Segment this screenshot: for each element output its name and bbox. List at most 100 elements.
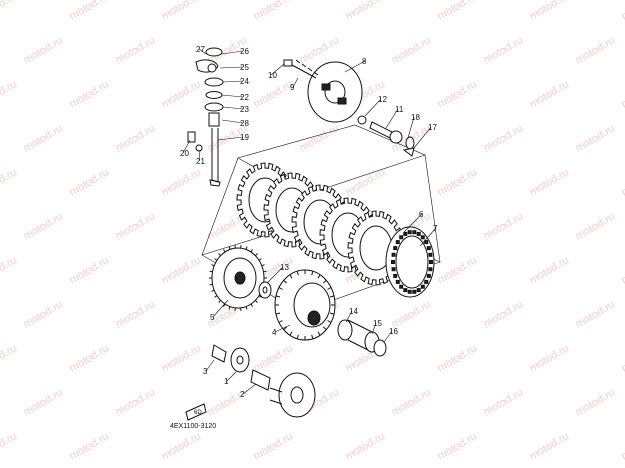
callout-21: 21	[196, 157, 205, 166]
callout-28: 28	[240, 119, 249, 128]
watermark-text: motod.ru	[160, 430, 204, 462]
leader-line	[221, 50, 244, 55]
leader-line	[419, 227, 437, 247]
watermark-text: motod.ru	[68, 0, 112, 23]
watermark-text: motod.ru	[620, 430, 625, 462]
bearing-collar	[337, 319, 387, 357]
watermark-text: motod.ru	[528, 0, 572, 23]
front-reference-tag	[185, 403, 207, 421]
leader-line	[270, 63, 285, 76]
watermark-text: motod.ru	[482, 34, 526, 66]
leader-line	[198, 149, 201, 162]
watermark-text: motod.ru	[252, 78, 296, 110]
callout-10: 10	[268, 71, 277, 80]
watermark-text: motod.ru	[22, 34, 66, 66]
callout-11: 11	[395, 105, 404, 114]
watermark-text: motod.ru	[620, 342, 625, 374]
watermark-text: motod.ru	[482, 210, 526, 242]
callout-18: 18	[411, 113, 420, 122]
watermark-text: motod.ru	[22, 122, 66, 154]
watermark-text: motod.ru	[390, 386, 434, 418]
leader-line	[217, 136, 244, 141]
watermark-text: motod.ru	[436, 254, 480, 286]
callout-8: 8	[362, 57, 367, 66]
leader-line	[383, 330, 393, 343]
push-rod-parts	[357, 115, 415, 157]
leader-line	[413, 126, 432, 149]
callout-4: 4	[272, 328, 277, 337]
watermark-text: motod.ru	[160, 166, 204, 198]
callout-16: 16	[389, 327, 398, 336]
callout-26: 26	[240, 47, 249, 56]
diagram-code: 4EX1100-3120	[170, 423, 216, 430]
watermark-text: motod.ru	[22, 210, 66, 242]
callout-5: 5	[210, 313, 215, 322]
leader-line	[182, 139, 191, 154]
leader-line	[221, 94, 244, 98]
watermark-text: motod.ru	[528, 430, 572, 462]
callout-25: 25	[240, 63, 249, 72]
watermark-text: motod.ru	[436, 342, 480, 374]
callout-27: 27	[196, 45, 205, 54]
leader-line	[212, 299, 229, 318]
callout-13: 13	[280, 263, 289, 272]
watermark-text: motod.ru	[0, 166, 19, 198]
watermark-text: motod.ru	[482, 122, 526, 154]
leader-line	[221, 119, 244, 124]
leader-line	[266, 266, 284, 284]
watermark-text: motod.ru	[390, 34, 434, 66]
callout-labels: 1234567891011121314151617181920212223242…	[180, 45, 438, 399]
watermark-text: motod.ru	[574, 34, 618, 66]
callout-6: 6	[419, 210, 424, 219]
pressure-plate	[283, 59, 363, 123]
callout-23: 23	[240, 105, 249, 114]
watermark-text: motod.ru	[114, 298, 158, 330]
leader-line	[242, 383, 257, 395]
watermark-text: motod.ru	[574, 298, 618, 330]
callout-20: 20	[180, 149, 189, 158]
clutch-boss	[274, 269, 336, 341]
leader-line	[292, 77, 299, 88]
leader-line	[344, 60, 366, 73]
callout-3: 3	[203, 367, 208, 376]
leader-line	[403, 213, 423, 233]
callout-15: 15	[373, 319, 382, 328]
watermark-text: motod.ru	[620, 166, 625, 198]
leader-line	[407, 116, 415, 139]
leader-line	[219, 66, 244, 69]
watermark-text: motod.ru	[528, 254, 572, 286]
watermark-text: motod.ru	[252, 0, 296, 23]
primary-driven-gear	[209, 245, 267, 311]
watermark-text: motod.ru	[68, 342, 112, 374]
callout-19: 19	[240, 133, 249, 142]
watermark-text: motod.ru	[620, 0, 625, 23]
leader-line	[226, 371, 237, 382]
watermark-text: motod.ru	[620, 254, 625, 286]
watermark-text: motod.ru	[298, 122, 342, 154]
watermark-text: motod.ru	[114, 34, 158, 66]
callout-1: 1	[224, 377, 229, 386]
watermark-text: motod.ru	[114, 210, 158, 242]
watermark-text: motod.ru	[68, 166, 112, 198]
primary-drive-parts	[211, 344, 316, 418]
watermark-text: motod.ru	[0, 254, 19, 286]
watermark-text: motod.ru	[0, 78, 19, 110]
front-tag-label: 6D	[194, 410, 202, 416]
leader-lines	[182, 48, 437, 395]
watermark-text: motod.ru	[528, 166, 572, 198]
leader-line	[274, 324, 291, 333]
watermark-text: motod.ru	[0, 342, 19, 374]
watermark-text: motod.ru	[344, 430, 388, 462]
leader-line	[371, 322, 377, 335]
watermark-text: motod.ru	[252, 430, 296, 462]
watermark-text: motod.ru	[482, 386, 526, 418]
watermark-text: motod.ru	[528, 78, 572, 110]
callout-22: 22	[240, 93, 249, 102]
leader-line	[364, 98, 382, 117]
watermark-text: motod.ru	[22, 298, 66, 330]
thrust-washer	[258, 281, 272, 299]
watermark-text: motod.ru	[390, 298, 434, 330]
leader-line	[198, 48, 207, 55]
leader-line	[385, 108, 399, 129]
